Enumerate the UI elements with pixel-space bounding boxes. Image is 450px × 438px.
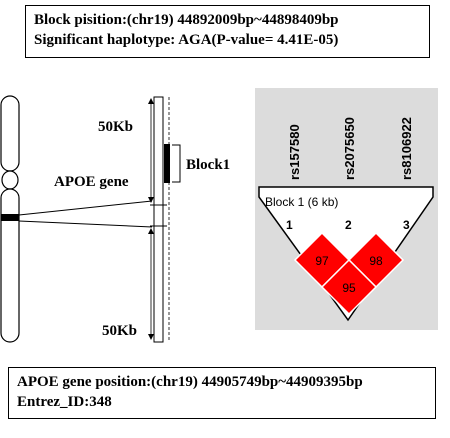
zoom-line-bottom [18,220,153,228]
marker-number-2: 2 [345,218,352,232]
block1-label: Block1 [186,157,230,173]
significant-haplotype-text: Significant haplotype: AGA(P-value= 4.41… [34,32,339,48]
ld-value-2-3: 98 [369,254,383,268]
block-position-text: Block pisition:(chr19) 44892009bp~448984… [34,12,339,28]
snp-label-2: rs2075650 [342,117,357,180]
upper-distance-label: 50Kb [98,119,133,135]
marker-number-3: 3 [403,218,410,232]
block-position-box: Block pisition:(chr19) 44892009bp~448984… [25,5,430,58]
chromosome-p-arm [0,95,20,172]
snp-label-1: rs157580 [287,124,302,180]
chromosome-centromere [1,170,19,190]
ld-plot: rs157580 rs2075650 rs8106922 Block 1 (6 … [255,88,438,330]
block-title: Block 1 (6 kb) [265,195,338,209]
lower-arrowhead-down [148,334,154,340]
zoomed-region [150,96,170,343]
apoe-gene-position-box: APOE gene position:(chr19) 44905749bp~44… [8,367,436,419]
block1-bracket [172,144,181,183]
chromosome-q-arm [0,188,20,343]
lower-distance-label: 50Kb [102,323,137,339]
upper-arrowhead-up [148,98,154,104]
ld-value-1-2: 97 [315,254,329,268]
ld-value-1-3: 95 [342,281,356,295]
block1-region [164,144,170,183]
region-bar [153,96,164,343]
chromosome-ideogram [0,95,20,343]
apoe-gene-label: APOE gene [54,174,129,190]
zoom-line-top [18,200,153,216]
marker-number-1: 1 [286,218,293,232]
ld-cell-1-3 [320,258,378,316]
apoe-gene-position-text: APOE gene position:(chr19) 44905749bp~44… [17,374,363,390]
lower-arrowhead-up [148,228,154,234]
upper-arrowhead-down [148,197,154,203]
entrez-id-text: Entrez_ID:348 [17,394,112,410]
chromosome-apoe-band [1,214,19,221]
snp-label-3: rs8106922 [399,117,414,180]
